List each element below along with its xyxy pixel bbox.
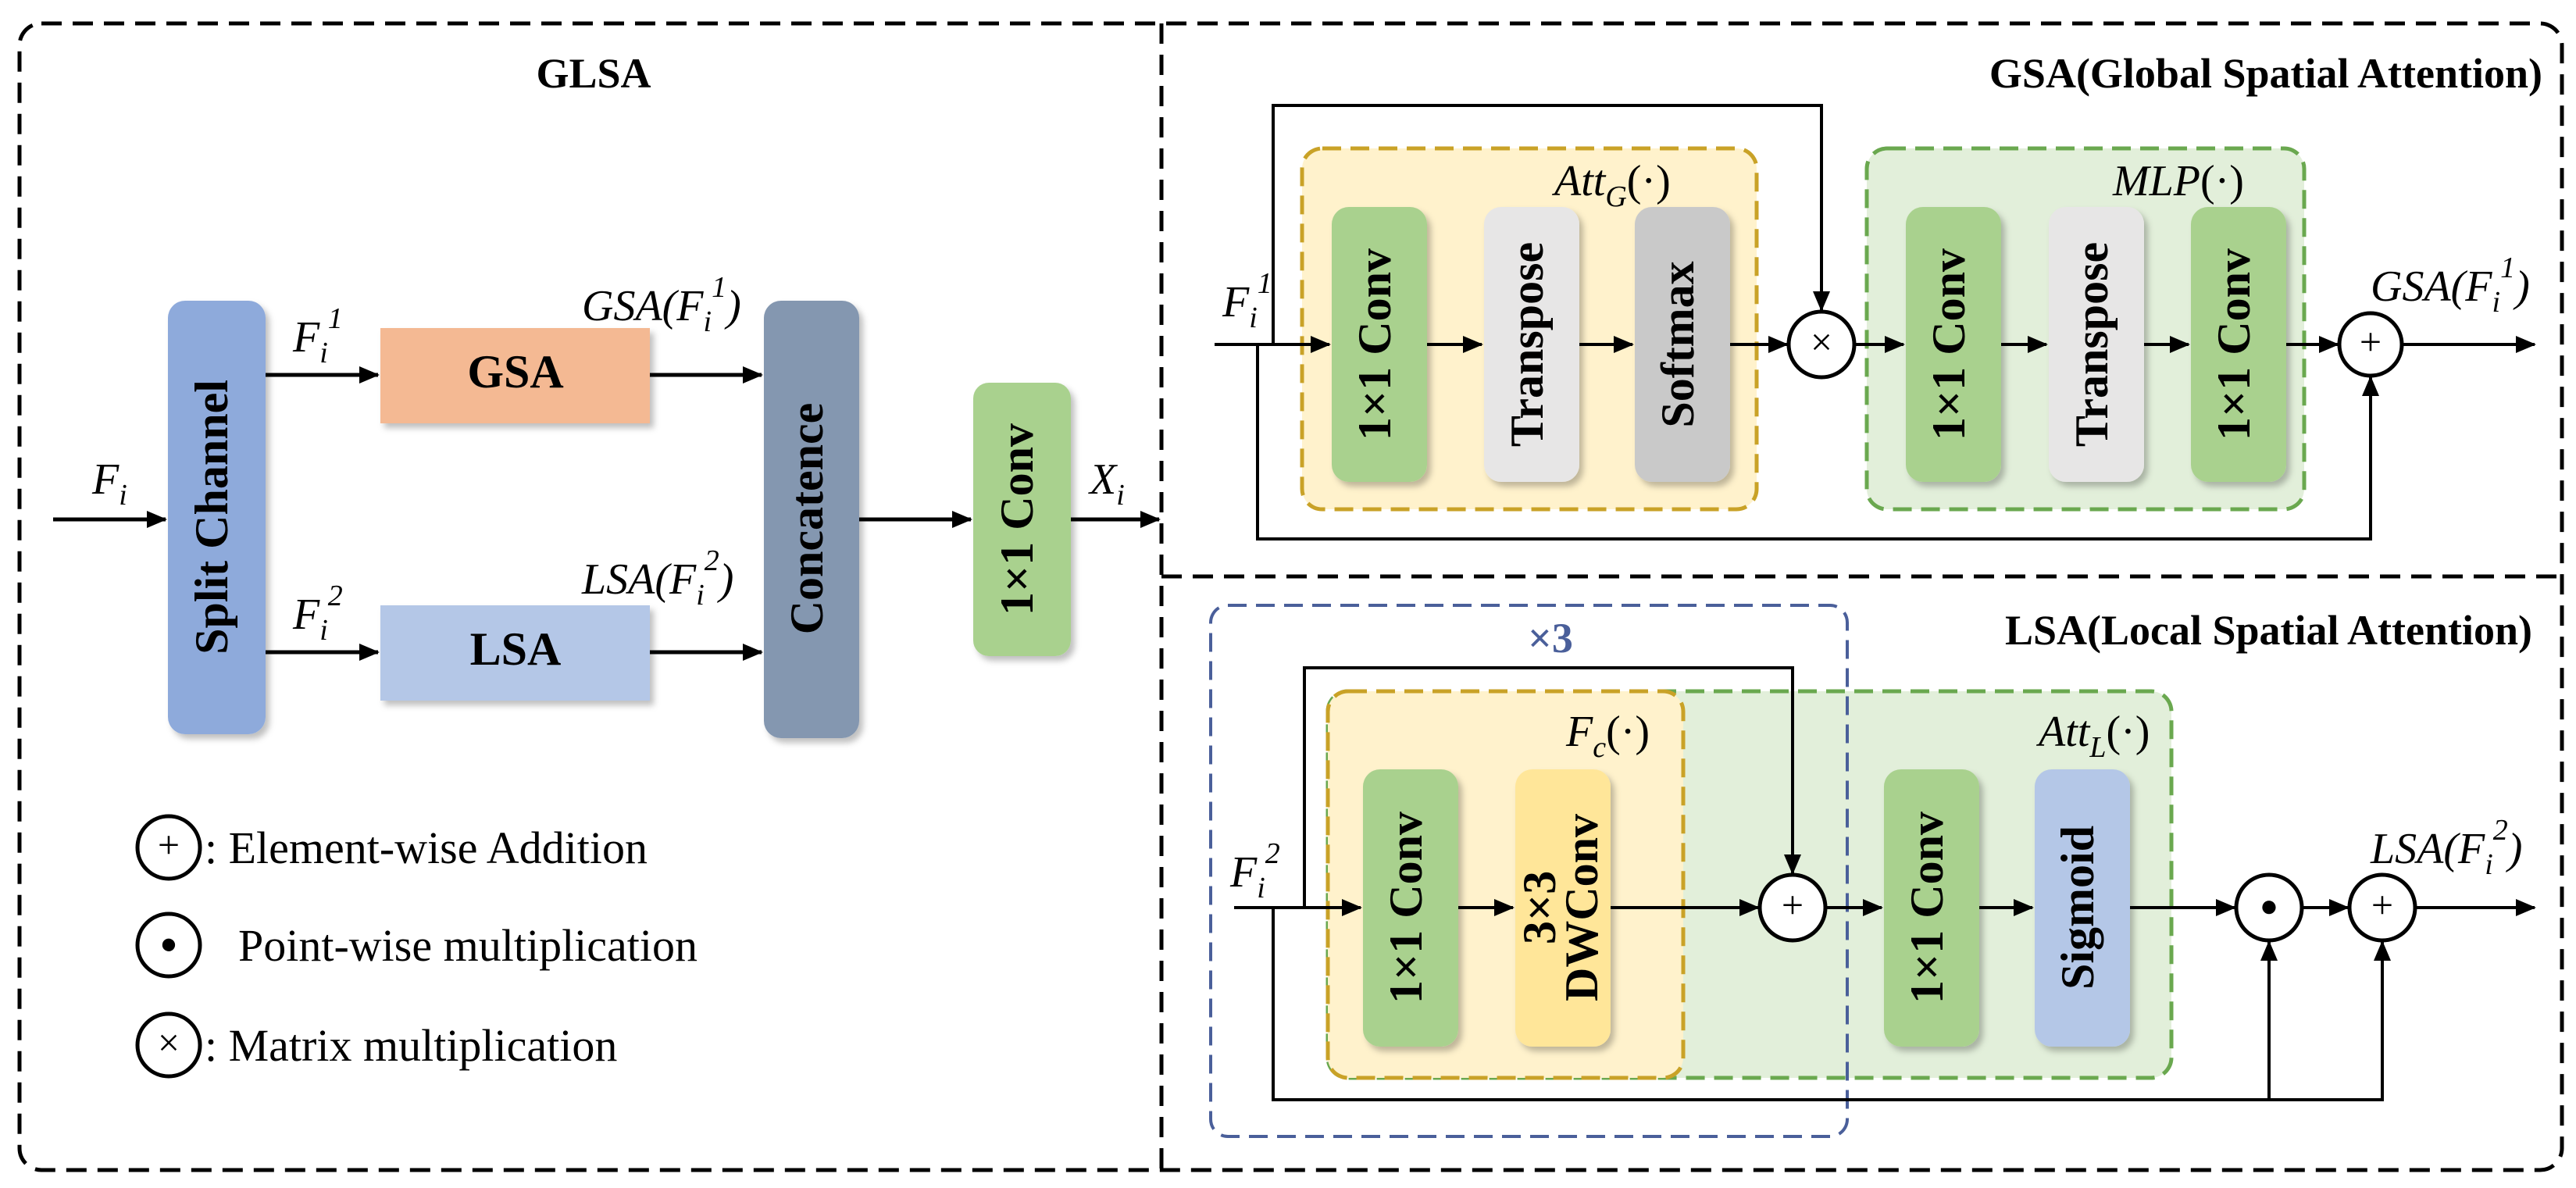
input-label: Fi <box>91 455 127 512</box>
gsa-block-label: GSA <box>467 346 563 398</box>
lsa-conv1-block <box>1363 769 1458 1047</box>
legend-add-circle <box>135 814 202 881</box>
lsa-dwconv-label: 3×3 DWConv <box>1514 814 1607 1001</box>
lsa-sigmoid-block <box>2035 769 2130 1047</box>
legend-add-symbol: + <box>158 822 180 866</box>
lsa-panel-title: LSA(Local Spatial Attention) <box>2005 607 2532 654</box>
legend-mat-symbol: × <box>158 1020 180 1064</box>
gsa-conv1-block <box>1332 207 1427 482</box>
gsa-transpose2-block <box>2049 207 2144 482</box>
lsa-add2-symbol: + <box>2371 883 2393 926</box>
lsa-add1-symbol: + <box>1782 883 1804 926</box>
att-l-label: AttL(·) <box>2035 708 2150 764</box>
gsa-conv3-label: 1×1 Conv <box>2208 248 2260 441</box>
gsa-softmax-label: Softmax <box>1652 261 1704 427</box>
gsa-block <box>380 328 650 423</box>
lsa-bottom-skip <box>1272 908 2391 1101</box>
gsa-panel-title: GSA(Global Spatial Attention) <box>1989 50 2542 97</box>
legend-dot-circle <box>135 912 202 979</box>
gsa-transpose1-block <box>1484 207 1579 482</box>
final-conv-block <box>973 383 1071 656</box>
split-channel-label: Split Channel <box>186 380 237 655</box>
lsa-dot-symbol: ● <box>2260 888 2278 923</box>
lsa-block-label: LSA <box>470 623 562 675</box>
output-label: Xi <box>1088 455 1125 512</box>
lsa-dwconv-line2: DWConv <box>1556 814 1607 1001</box>
fi2-label: Fi2 <box>292 580 343 647</box>
legend-mat-circle <box>135 1011 202 1079</box>
lsa-in-label: Fi2 <box>1229 837 1280 904</box>
gsa-in-label: Fi1 <box>1222 267 1272 334</box>
gsa-output-label: GSA(Fi1) <box>582 271 741 338</box>
fi1-label: Fi1 <box>292 302 343 369</box>
concat-block <box>764 301 859 738</box>
gsa-matmul-symbol: × <box>1811 319 1832 363</box>
glsa-title: GLSA <box>536 50 651 97</box>
gsa-bottom-skip <box>1256 344 2379 540</box>
legend-dot-text: Point-wise multiplication <box>238 920 698 971</box>
gsa-conv2-label: 1×1 Conv <box>1923 248 1975 441</box>
repeat-label: ×3 <box>1528 615 1573 662</box>
legend-mat-text: : Matrix multiplication <box>205 1020 617 1071</box>
final-conv-label: 1×1 Conv <box>991 423 1043 615</box>
lsa-dwconv-line1: 3×3 <box>1514 871 1565 944</box>
gsa-out-label: GSA(Fi1) <box>2371 252 2530 319</box>
lsa-out-label: LSA(Fi2) <box>2370 814 2522 881</box>
gsa-transpose1-label: Transpose <box>1501 242 1553 447</box>
mlp-label: MLP(·) <box>2112 157 2244 205</box>
lsa-top-skip <box>1303 666 1801 908</box>
lsa-conv2-label: 1×1 Conv <box>1901 812 1953 1004</box>
lsa-dwconv-block <box>1515 769 1611 1047</box>
gsa-conv1-label: 1×1 Conv <box>1349 248 1400 441</box>
lsa-conv2-block <box>1884 769 1979 1047</box>
outer-frame <box>17 21 2564 1172</box>
repeat-region <box>1209 604 1849 1138</box>
gsa-conv3-block <box>2191 207 2286 482</box>
lsa-output-label: LSA(Fi2) <box>581 544 733 612</box>
gsa-softmax-block <box>1635 207 1730 482</box>
gsa-transpose2-label: Transpose <box>2066 242 2118 447</box>
split-channel-block <box>168 301 266 734</box>
gsa-top-skip <box>1272 104 1830 344</box>
lsa-block <box>380 605 650 701</box>
legend-dot-symbol: ● <box>160 928 178 961</box>
fc-label: Fc(·) <box>1565 708 1650 764</box>
concat-label: Concatence <box>781 403 833 635</box>
legend-add-text: : Element-wise Addition <box>205 822 648 873</box>
gsa-conv2-block <box>1906 207 2001 482</box>
lsa-conv1-label: 1×1 Conv <box>1380 812 1432 1004</box>
gsa-add-symbol: + <box>2360 319 2382 363</box>
lsa-sigmoid-label: Sigmoid <box>2052 826 2103 990</box>
att-g-label: AttG(·) <box>1551 157 1671 213</box>
